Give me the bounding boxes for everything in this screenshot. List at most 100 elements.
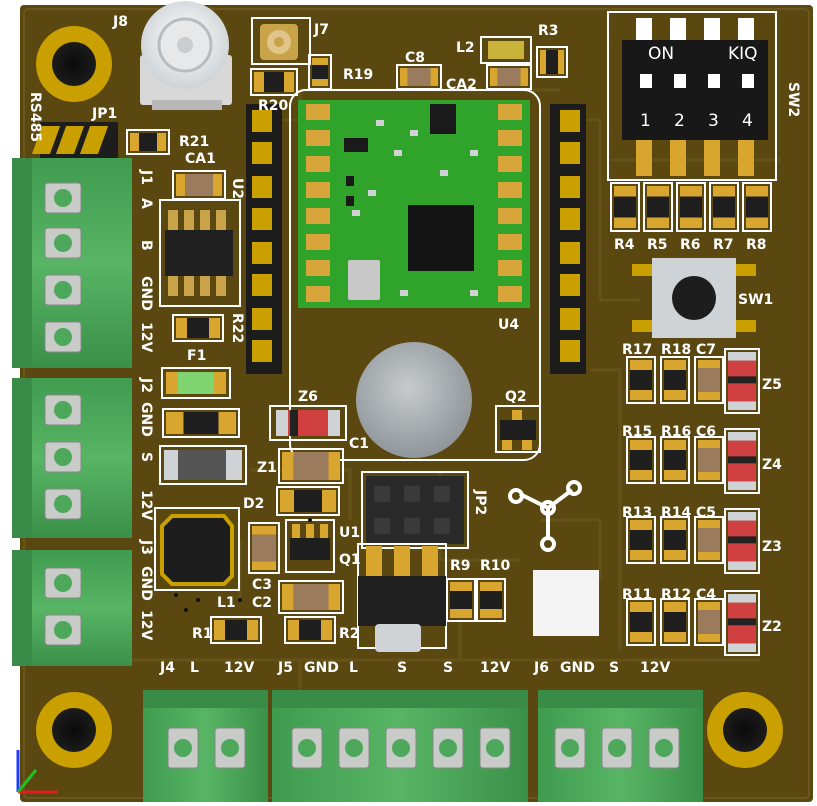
label-r12: R12	[661, 587, 692, 603]
inductor-l1	[154, 507, 240, 591]
label-z2: Z2	[762, 619, 782, 635]
label-j4: J4	[160, 660, 175, 676]
regulator-q1	[357, 543, 447, 652]
label-j5-12v: 12V	[480, 660, 511, 676]
resistor-r5	[643, 182, 673, 232]
label-q2: Q2	[505, 389, 527, 405]
resistor-r8	[742, 182, 772, 232]
terminal-block-j1	[12, 158, 132, 368]
label-j6-12v: 12V	[640, 660, 671, 676]
resistor-r7	[709, 182, 739, 232]
label-r3: R3	[538, 23, 559, 39]
label-r1: R1	[192, 626, 213, 642]
resistor-r9	[446, 578, 476, 622]
label-r20: R20	[258, 98, 289, 114]
pin-header-left	[246, 104, 282, 374]
label-r4: R4	[614, 237, 635, 253]
label-j5-s2: S	[443, 660, 454, 676]
resistor-r19	[308, 54, 332, 90]
label-r8: R8	[746, 237, 767, 253]
label-dip-kiq: KIQ	[728, 44, 758, 64]
diode-z4	[724, 428, 760, 494]
via	[196, 598, 200, 602]
label-r17: R17	[622, 342, 653, 358]
mounting-hole	[36, 692, 112, 768]
coin-cell-battery	[356, 342, 472, 458]
diode-z3	[724, 508, 760, 574]
sma-connector-j8	[140, 1, 232, 110]
label-12v2: 12V	[138, 490, 154, 521]
label-ca1: CA1	[185, 151, 216, 167]
capacitor-c2	[278, 580, 344, 614]
resistor-r6	[676, 182, 706, 232]
fuse-f1	[161, 367, 231, 399]
capacitor-c6	[694, 436, 724, 484]
tactile-switch-sw1	[632, 258, 756, 338]
label-j2: J2	[138, 378, 154, 393]
label-j8: J8	[113, 14, 128, 30]
resistor-r3	[536, 46, 568, 78]
resistor-r2	[284, 616, 336, 644]
capacitor-c1	[278, 448, 344, 484]
label-dip-on: ON	[648, 44, 675, 64]
resistor-r22	[172, 314, 224, 342]
capacitor-c4	[694, 598, 724, 646]
resistor-r17	[626, 356, 656, 404]
label-u1: U1	[339, 525, 361, 541]
diode-z6	[269, 405, 347, 441]
label-r16: R16	[661, 424, 692, 440]
label-z1: Z1	[257, 460, 277, 476]
label-c6: C6	[696, 424, 717, 440]
label-c3: C3	[252, 577, 273, 593]
label-r15: R15	[622, 424, 653, 440]
label-dip-4: 4	[742, 111, 753, 131]
label-r5: R5	[647, 237, 668, 253]
via	[174, 593, 178, 597]
label-j6-gnd: GND	[560, 660, 595, 676]
header-jp1	[31, 122, 118, 158]
label-r13: R13	[622, 505, 653, 521]
resistor-r21	[126, 129, 170, 155]
label-j6-s: S	[609, 660, 620, 676]
label-a: A	[138, 198, 154, 209]
resistor-r12	[660, 598, 690, 646]
label-c8: C8	[405, 50, 426, 66]
diode-z1	[159, 445, 247, 485]
label-dip-2: 2	[674, 111, 685, 131]
label-z5: Z5	[762, 377, 782, 393]
resistor-r16	[660, 436, 690, 484]
capacitor-ca1	[172, 170, 226, 200]
label-12v3: 12V	[138, 610, 154, 641]
label-12v1: 12V	[138, 322, 154, 353]
label-j5-gnd: GND	[304, 660, 339, 676]
terminal-block-j3	[12, 550, 132, 666]
label-z3: Z3	[762, 539, 782, 555]
resistor-r11	[626, 598, 656, 646]
pin-header-right	[550, 104, 586, 374]
label-j4-l: L	[190, 660, 199, 676]
label-sw2: SW2	[785, 82, 801, 118]
via	[308, 518, 312, 522]
label-j1: J1	[138, 170, 154, 185]
axis-indicator	[16, 750, 58, 794]
label-r18: R18	[661, 342, 692, 358]
ic-u2	[159, 199, 241, 307]
label-dip-1: 1	[640, 111, 651, 131]
diode-z2	[724, 590, 760, 656]
diode-z5	[724, 348, 760, 414]
label-c4: C4	[696, 587, 717, 603]
resistor-r18	[660, 356, 690, 404]
label-r2: R2	[339, 626, 360, 642]
label-rs485: RS485	[27, 92, 43, 143]
header-jp2	[361, 471, 469, 549]
label-l2: L2	[456, 40, 475, 56]
label-ca2: CA2	[446, 77, 477, 93]
label-z4: Z4	[762, 457, 782, 473]
label-c1: C1	[349, 436, 370, 452]
label-j5-l: L	[349, 660, 358, 676]
label-j6: J6	[534, 660, 549, 676]
label-c7: C7	[696, 342, 717, 358]
resistor-r14	[660, 516, 690, 564]
label-z6: Z6	[298, 389, 318, 405]
